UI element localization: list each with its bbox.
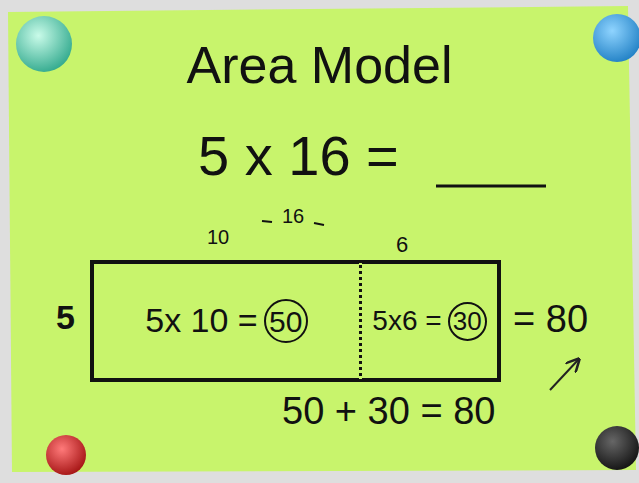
dimension-label: 16 <box>282 205 304 228</box>
magnet <box>16 16 72 72</box>
answer-blank <box>436 185 546 188</box>
area-section: 5x6 = 30 <box>362 260 501 382</box>
area-section: 5x 10 = 50 <box>90 260 362 382</box>
equation: 5 x 16 = <box>198 124 399 188</box>
multiplication-fact: 5x 10 = <box>145 302 257 339</box>
magnet <box>593 14 639 62</box>
magnet <box>46 435 86 475</box>
title: Area Model <box>0 36 639 96</box>
pointer-arrow <box>550 360 578 390</box>
multiplication-fact: 5x6 = <box>372 306 441 337</box>
circled-product: 30 <box>453 307 482 336</box>
total: = 80 <box>513 298 588 342</box>
dimension-dash <box>314 223 324 225</box>
dimension-dash <box>262 221 272 222</box>
answer-circle: 50 <box>264 299 308 343</box>
answer-circle: 30 <box>448 302 487 341</box>
dimension-label: 6 <box>396 232 408 257</box>
dimension-label: 5 <box>56 298 75 337</box>
circled-product: 50 <box>269 305 302 338</box>
magnet <box>595 426 639 470</box>
dimension-label: 10 <box>207 226 229 249</box>
sum-equation: 50 + 30 = 80 <box>282 390 495 434</box>
